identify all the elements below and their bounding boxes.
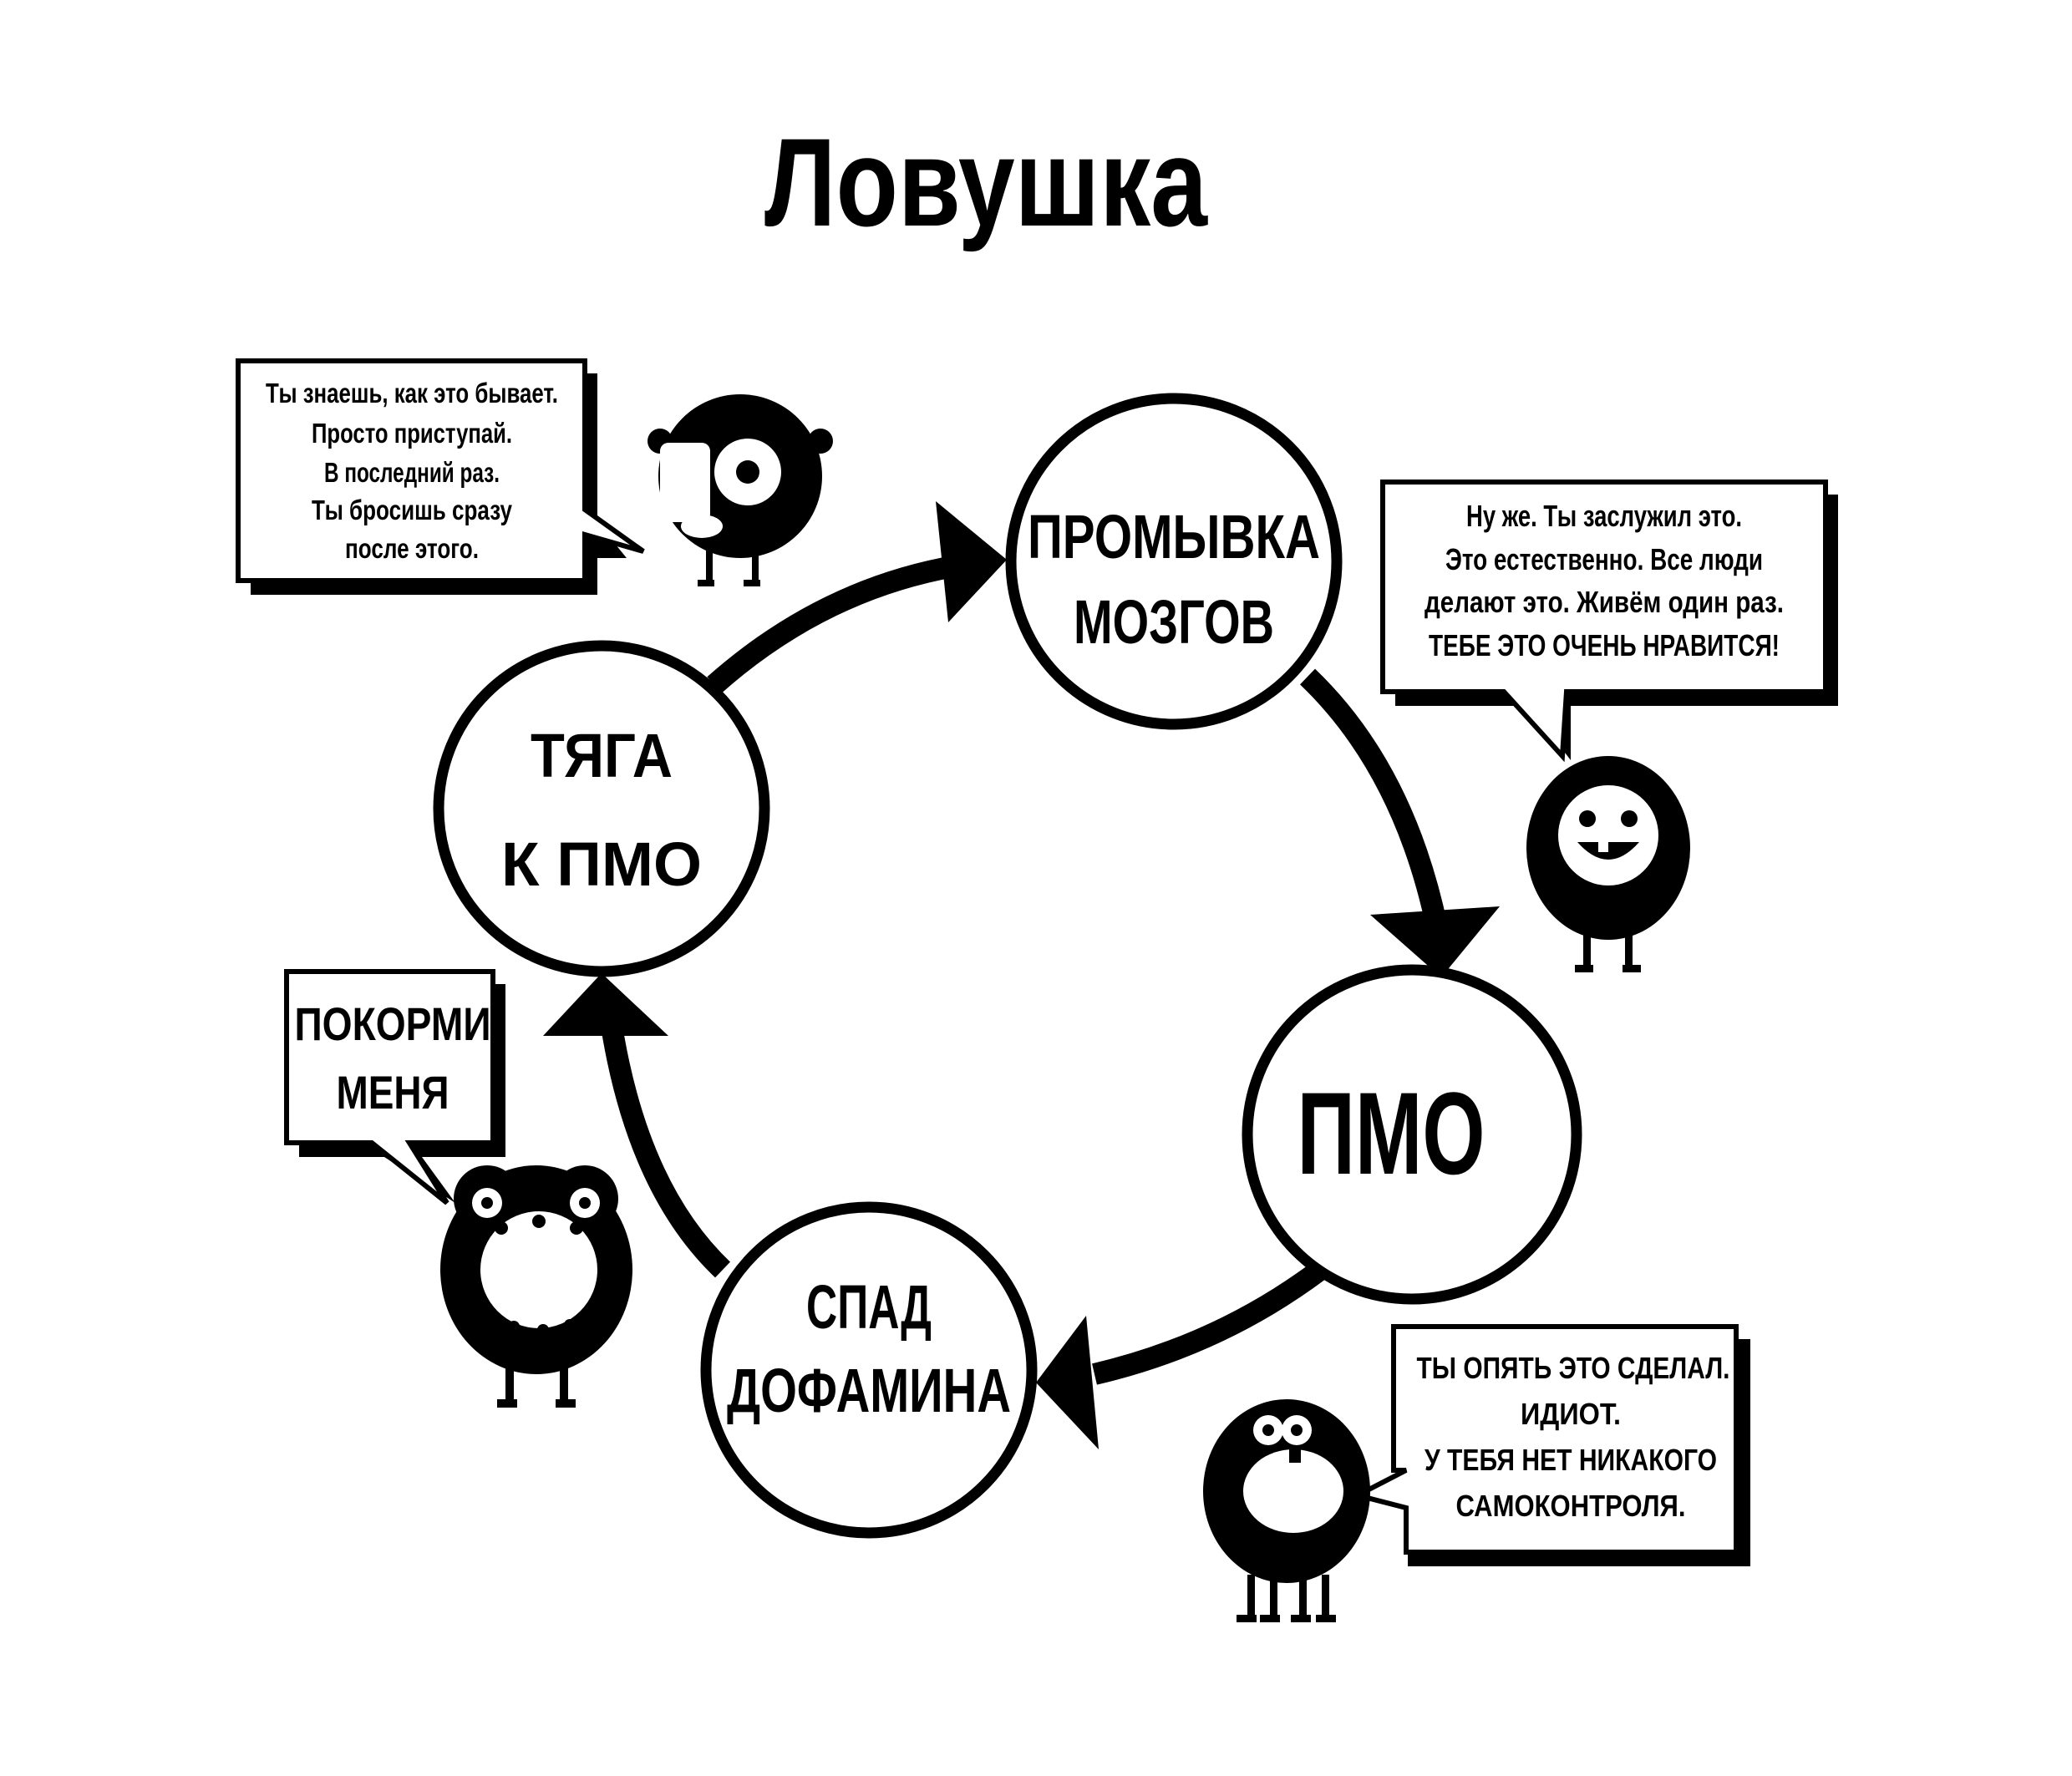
page-title: Ловушка — [764, 112, 1208, 252]
speech-bubble-bottom-right: ТЫ ОПЯТЬ ЭТО СДЕЛАЛ. ИДИОТ. У ТЕБЯ НЕТ Н… — [1350, 1324, 1750, 1566]
node-dopamine-line1: СПАД — [806, 1272, 932, 1342]
bubble-top-left-line3: В последний раз. — [324, 457, 500, 488]
speech-bubble-top-left: Ты знаешь, как это бывает. Просто присту… — [236, 358, 645, 595]
bubble-left-line1: ПОКОРМИ — [295, 997, 491, 1050]
bubble-top-left-line2: Просто приступай. — [312, 418, 512, 449]
bubble-top-left-line4: Ты бросишь сразу — [312, 495, 513, 525]
node-craving: ТЯГА К ПМО — [433, 640, 770, 977]
node-pmo: ПМО — [1242, 964, 1582, 1305]
arrow-brainwash-to-pmo — [1300, 668, 1500, 977]
node-craving-line1: ТЯГА — [531, 721, 673, 790]
speech-bubble-top-right: Ну же. Ты заслужил это. Это естественно.… — [1380, 480, 1838, 763]
node-dopamine-line2: ДОФАМИНА — [727, 1356, 1011, 1425]
node-brainwash: ПРОМЫВКА МОЗГОВ — [1005, 393, 1343, 730]
arrow-craving-to-brainwash — [707, 501, 1007, 693]
node-brainwash-line1: ПРОМЫВКА — [1028, 502, 1320, 571]
node-pmo-label: ПМО — [1298, 1068, 1485, 1199]
speech-bubble-left: ПОКОРМИ МЕНЯ — [284, 969, 505, 1205]
arrow-pmo-to-dopamine — [1036, 1261, 1327, 1449]
smiling-monster-icon — [1526, 756, 1690, 972]
bubble-bottom-right-line1: ТЫ ОПЯТЬ ЭТО СДЕЛАЛ. — [1417, 1351, 1730, 1385]
bubble-left-line2: МЕНЯ — [337, 1066, 449, 1119]
bubble-bottom-right-line3: У ТЕБЯ НЕТ НИКАКОГО — [1424, 1443, 1717, 1477]
one-eyed-monster-icon — [648, 394, 833, 586]
bubble-top-right-line2: Это естественно. Все люди — [1445, 542, 1763, 576]
bubble-top-right-line1: Ну же. Ты заслужил это. — [1466, 499, 1742, 533]
laughing-monster-icon — [1203, 1399, 1370, 1622]
bubble-top-left-line1: Ты знаешь, как это бывает. — [266, 378, 558, 408]
bubble-top-right-line3: делают это. Живём один раз. — [1424, 585, 1784, 619]
bubble-top-left-line5: после этого. — [345, 533, 479, 564]
node-brainwash-line2: МОЗГОВ — [1074, 587, 1274, 657]
bubble-bottom-right-line2: ИДИОТ. — [1521, 1397, 1621, 1431]
cycle-arrows — [543, 501, 1500, 1449]
big-mouth-monster-icon — [440, 1165, 632, 1408]
arrow-dopamine-to-craving — [543, 973, 730, 1278]
node-dopamine: СПАД ДОФАМИНА — [700, 1201, 1038, 1539]
bubble-top-right-line4: ТЕБЕ ЭТО ОЧЕНЬ НРАВИТСЯ! — [1429, 628, 1780, 662]
bubble-bottom-right-line4: САМОКОНТРОЛЯ. — [1456, 1489, 1686, 1523]
node-craving-line2: К ПМО — [501, 830, 702, 899]
